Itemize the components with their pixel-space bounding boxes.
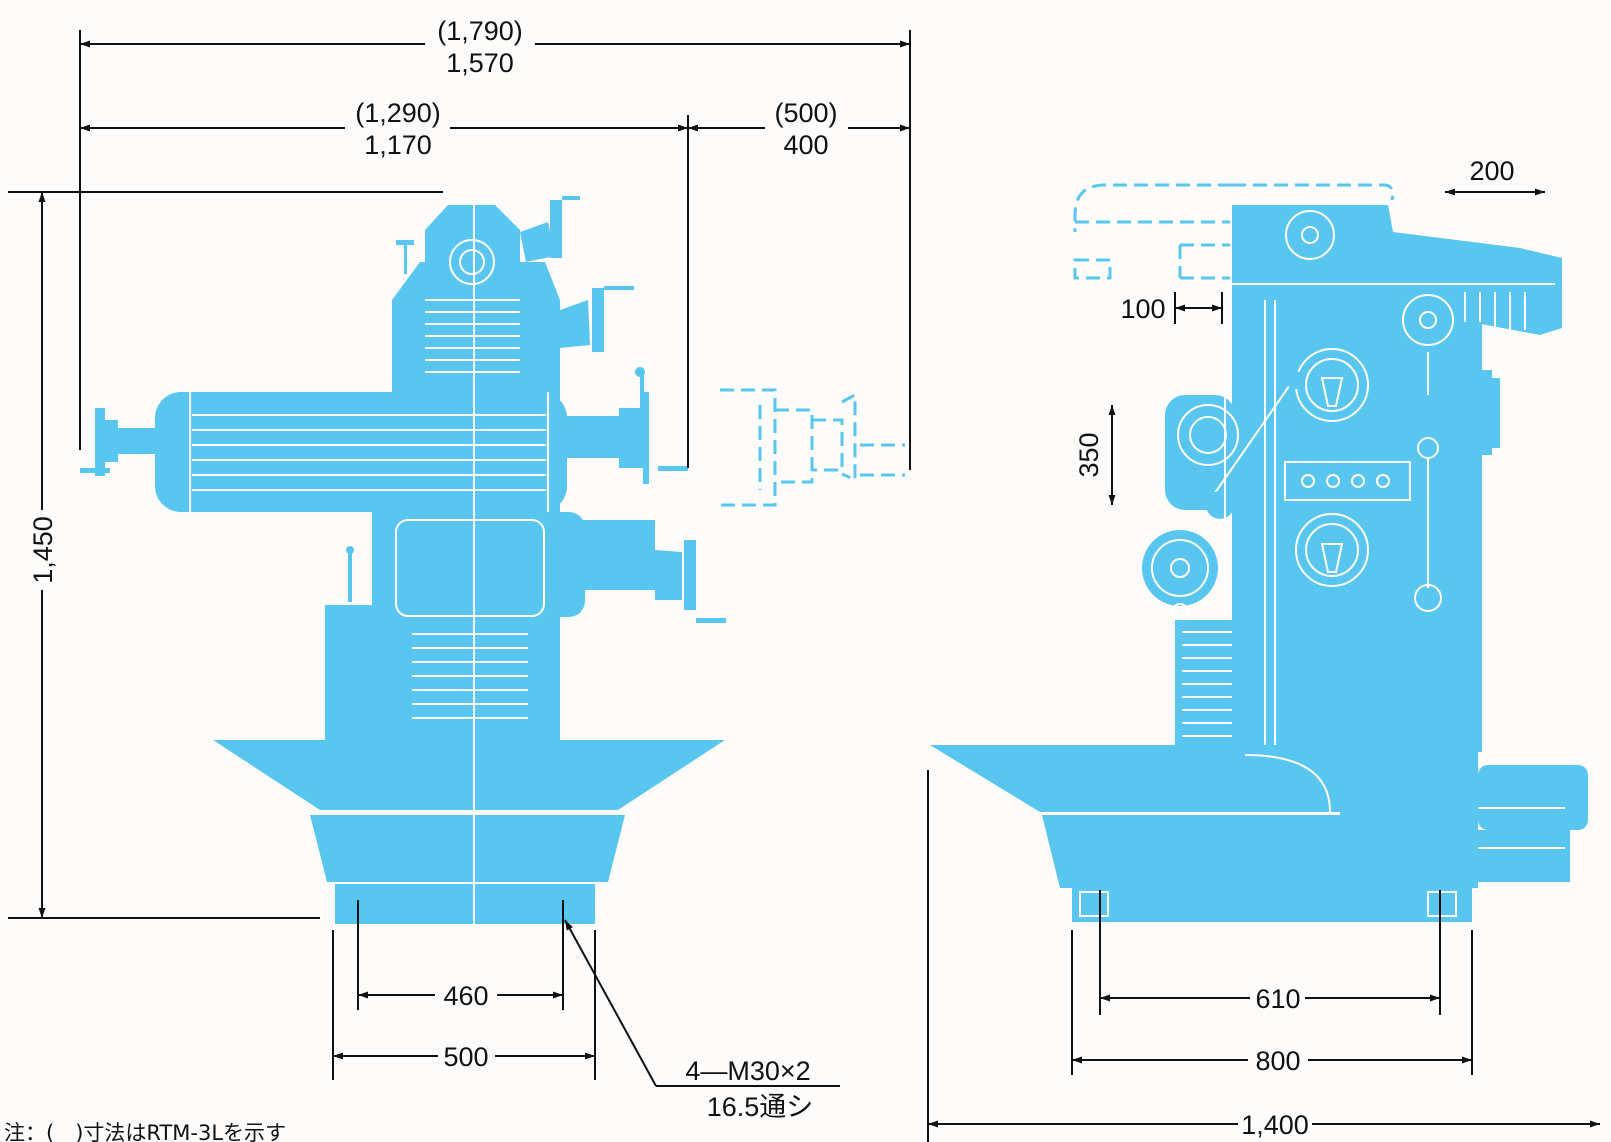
dim-right-extension-alt: (500) <box>774 98 837 128</box>
dim-side-base-inner: 610 <box>1255 984 1300 1014</box>
front-view-phantom-head <box>720 388 905 507</box>
dim-front-base-inner: 460 <box>443 981 488 1011</box>
front-dimension-lines <box>8 30 911 1087</box>
speed-dial-lower <box>1295 513 1369 587</box>
head-handwheel <box>1396 288 1460 395</box>
bolt-depth-label: 16.5通シ <box>707 1092 814 1122</box>
dim-vertical-travel: 350 <box>1074 432 1104 477</box>
dim-right-extension: 400 <box>783 130 828 160</box>
bolt-spec-label: 4—M30×2 <box>685 1056 810 1086</box>
dim-front-base-outer: 500 <box>443 1042 488 1072</box>
dim-head-shift: 100 <box>1120 294 1165 324</box>
dim-overall-height: 1,450 <box>28 516 58 584</box>
side-dimension-lines <box>927 188 1600 1142</box>
side-view-phantom-overarm <box>1073 183 1395 280</box>
dim-overall-width: 1,570 <box>446 48 514 78</box>
dim-overall-width-alt: (1,790) <box>437 16 523 46</box>
dim-side-base-outer: 800 <box>1255 1046 1300 1076</box>
dim-ram-travel: 200 <box>1469 156 1514 186</box>
footnote: 注：( )寸法はRTM-3Lを示す <box>4 1121 286 1142</box>
side-view-machine <box>930 205 1588 922</box>
dim-table-width-alt: (1,290) <box>355 98 441 128</box>
dim-table-width: 1,170 <box>364 130 432 160</box>
table-handwheel <box>1142 530 1218 621</box>
front-view-machine <box>80 196 726 924</box>
knee-lever <box>1206 371 1304 519</box>
ram-handwheel <box>1280 205 1340 265</box>
dim-overall-length: 1,400 <box>1241 1110 1309 1140</box>
